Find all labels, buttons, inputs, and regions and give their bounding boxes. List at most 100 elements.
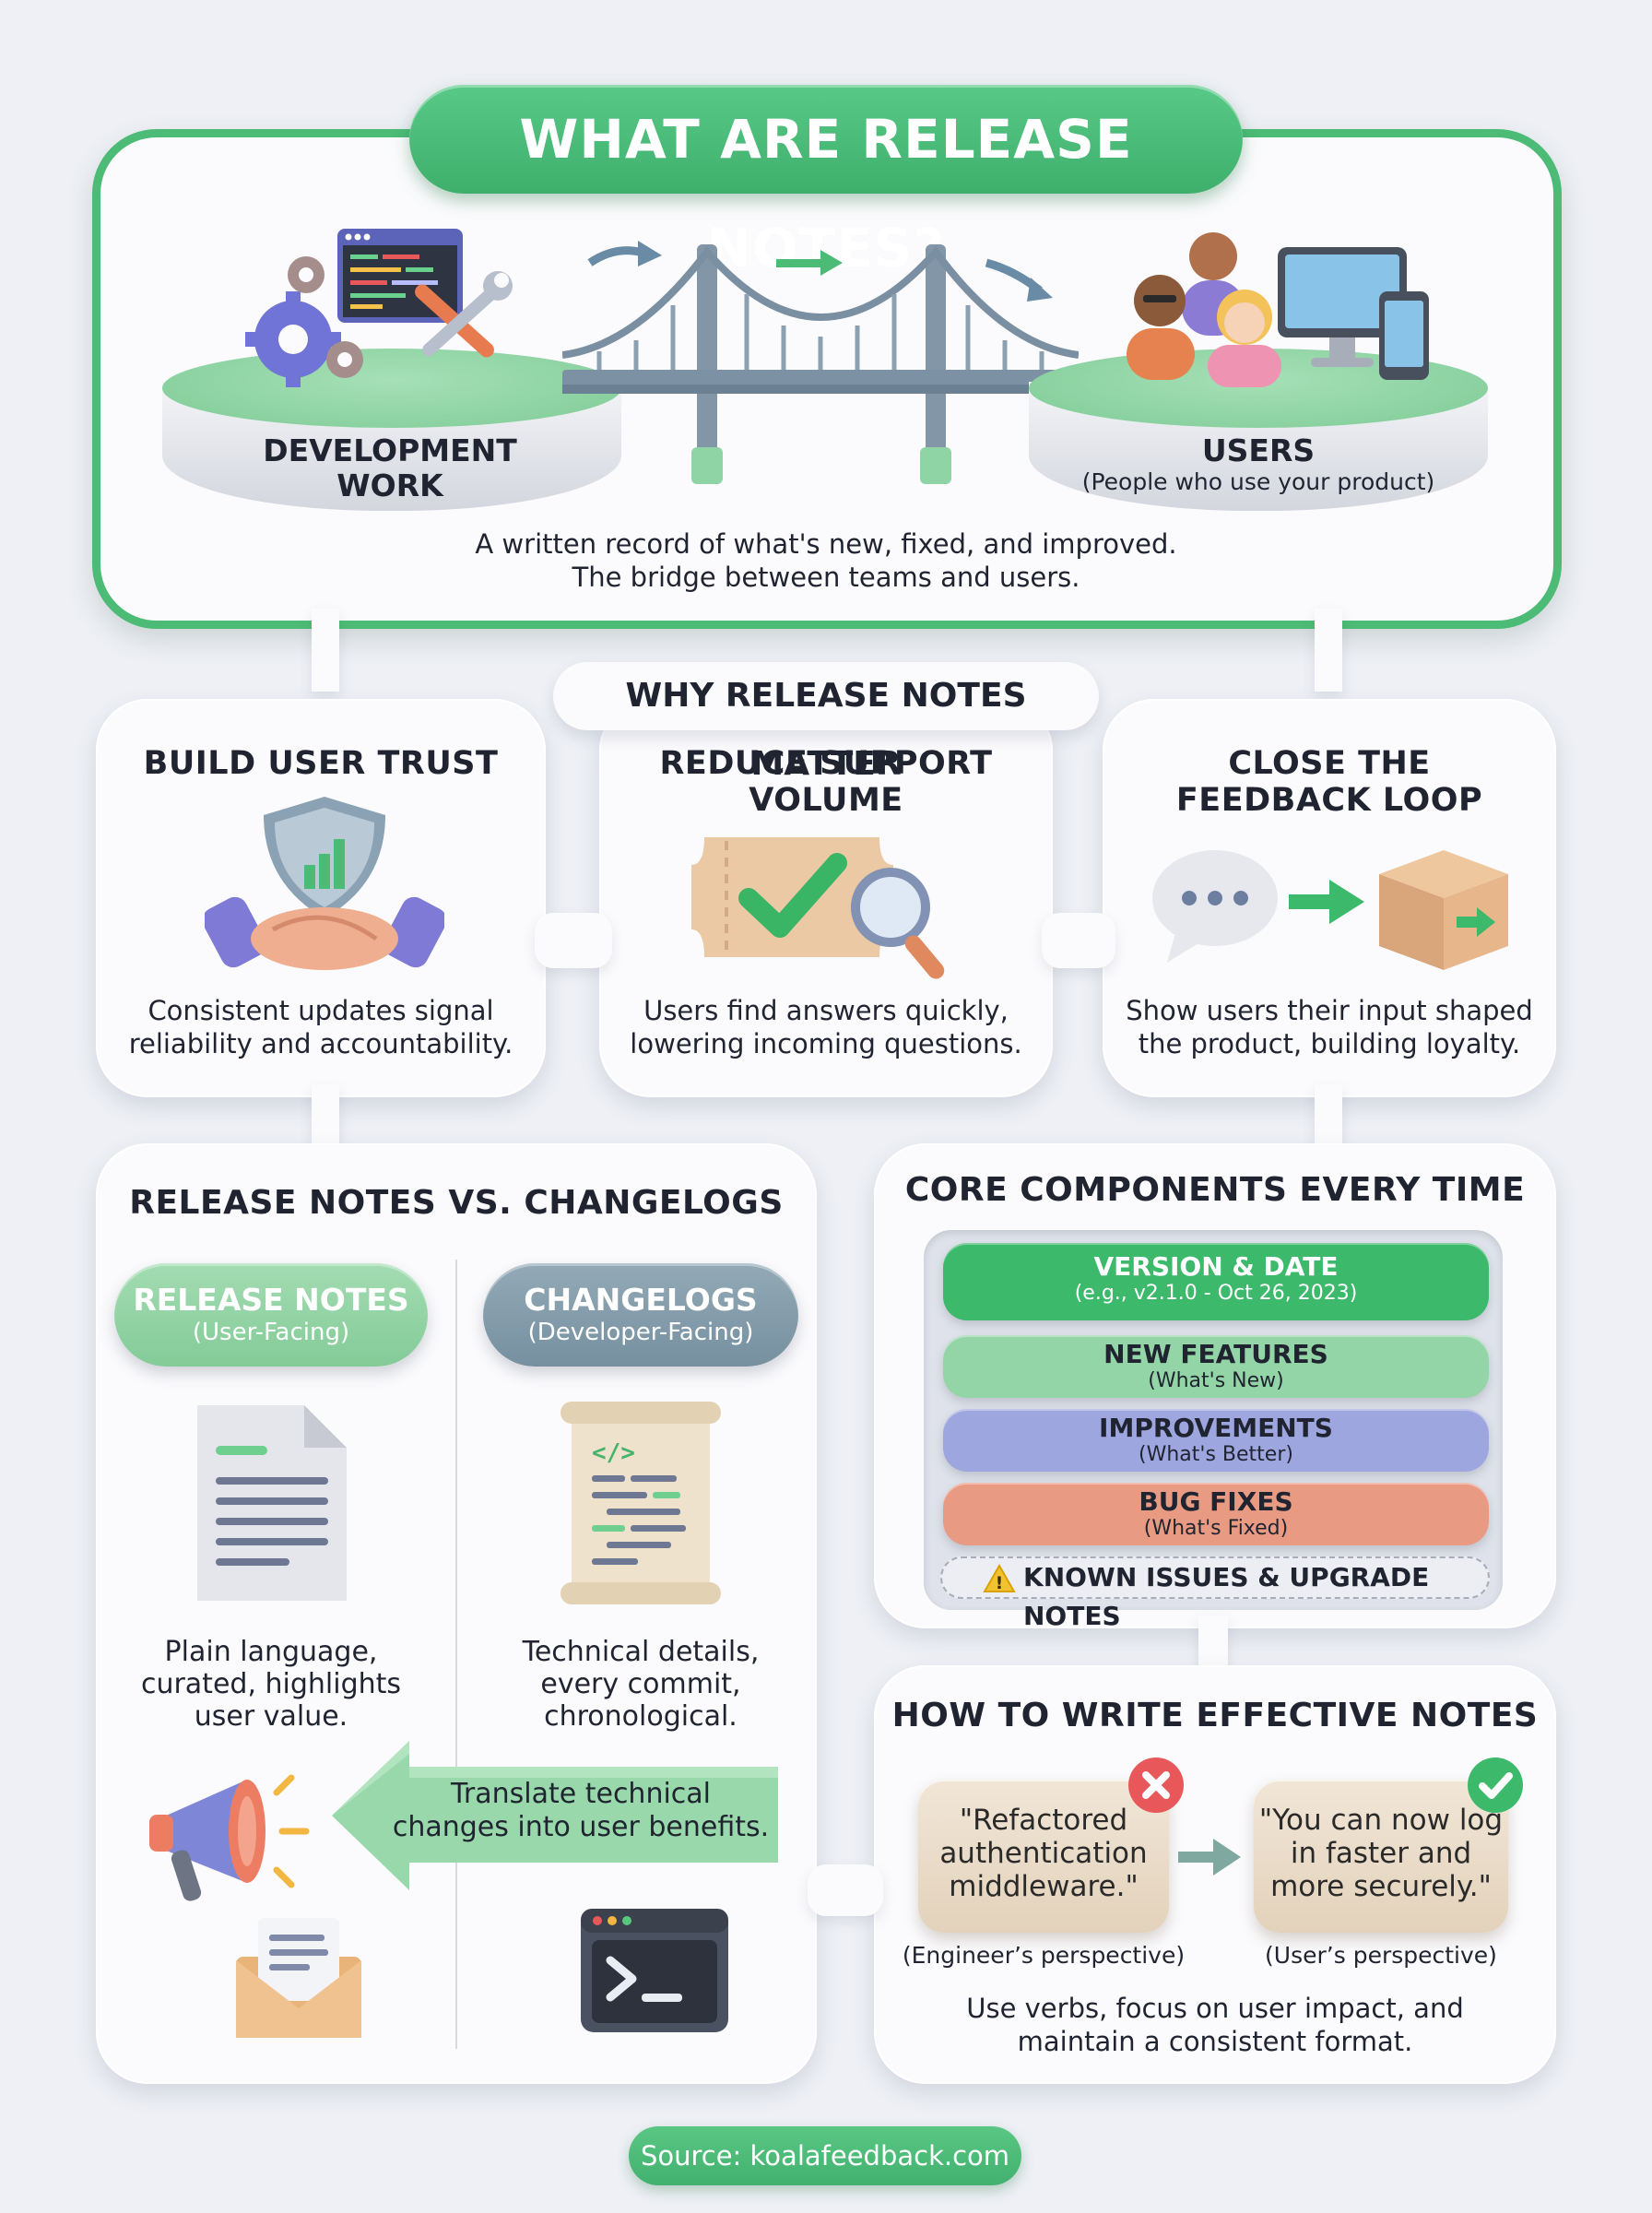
bar-label: IMPROVEMENTS (1099, 1413, 1333, 1443)
person-icon (1127, 275, 1195, 380)
why-card-body-line: Users find answers quickly, (643, 995, 1009, 1026)
envelope-icon (236, 1918, 361, 2038)
connector (1315, 1084, 1342, 1149)
quote-line: "You can now log (1258, 1804, 1504, 1837)
bad-example-card: "Refactored authentication middleware." (918, 1780, 1169, 1933)
hero-desc-line: The bridge between teams and users. (572, 562, 1080, 593)
why-card-body: Users find answers quickly, lowering inc… (599, 994, 1053, 1060)
why-card-title: CLOSE THE FEEDBACK LOOP (1103, 745, 1556, 819)
warning-glyph: ! (996, 1573, 1004, 1593)
howto-heading: HOW TO WRITE EFFECTIVE NOTES (891, 1697, 1539, 1734)
gear-icon (288, 256, 324, 293)
arrow-right-icon (1289, 880, 1364, 924)
person-icon (1208, 290, 1281, 387)
document-icon (197, 1405, 347, 1601)
page-title: WHAT ARE RELEASE NOTES? (409, 85, 1243, 279)
why-card-body-line: the product, building loyalty. (1138, 1028, 1521, 1059)
why-card-title: REDUCE SUPPORT VOLUME (599, 745, 1053, 819)
why-card-title: BUILD USER TRUST (96, 745, 546, 782)
release-notes-pill-sub: (User-Facing) (192, 1319, 350, 1346)
arrow-right-icon (1178, 1839, 1241, 1876)
translate-text-line: Translate technical (450, 1778, 712, 1810)
arrow-icon (1027, 278, 1053, 302)
wrench-screwdriver-icon (415, 271, 513, 358)
good-example-card: "You can now log in faster and more secu… (1254, 1780, 1508, 1933)
translate-text: Translate technical changes into user be… (387, 1778, 774, 1844)
bar-sub: (What's New) (1148, 1369, 1284, 1392)
users-label: USERS (People who use your product) (1060, 433, 1457, 496)
why-card-body-line: reliability and accountability. (128, 1028, 513, 1059)
dev-platform (162, 349, 621, 515)
phone-icon (1379, 291, 1429, 380)
improvements-bar: IMPROVEMENTS (What's Better) (943, 1409, 1489, 1472)
why-card-title-line: CLOSE THE (1228, 745, 1431, 782)
monitor-icon (1278, 247, 1407, 367)
tip-line: maintain a consistent format. (1017, 2026, 1413, 2057)
desc-line: Plain language, (164, 1636, 378, 1668)
desc-line: curated, highlights (140, 1668, 402, 1700)
why-card-body: Consistent updates signal reliability an… (96, 994, 546, 1060)
bar-label: VERSION & DATE (1093, 1251, 1339, 1282)
vs-divider (455, 1260, 457, 2049)
version-date-bar: VERSION & DATE (e.g., v2.1.0 - Oct 26, 2… (943, 1243, 1489, 1320)
dev-label-line: DEVELOPMENT (263, 432, 517, 468)
why-heading: WHY RELEASE NOTES MATTER (553, 662, 1099, 783)
translate-text-line: changes into user benefits. (392, 1811, 770, 1843)
changelogs-pill-sub: (Developer-Facing) (527, 1319, 754, 1346)
dev-label-line: WORK (336, 467, 443, 503)
megaphone-icon (149, 1774, 310, 1901)
arrow-icon (776, 259, 822, 267)
desc-line: user value. (194, 1700, 348, 1733)
hero-description: A written record of what's new, fixed, a… (277, 527, 1375, 594)
gear-icon (326, 341, 363, 378)
users-label-title: USERS (1201, 432, 1316, 468)
why-card-body-line: Consistent updates signal (148, 995, 494, 1026)
desc-line: chronological. (544, 1700, 738, 1733)
check-icon (1468, 1757, 1523, 1813)
ticket-check-icon (691, 837, 945, 979)
package-box-icon (1379, 850, 1508, 970)
why-card-title-line: FEEDBACK LOOP (1175, 782, 1483, 819)
connector (1315, 609, 1342, 692)
changelogs-pill-label: CHANGELOGS (524, 1282, 758, 1318)
handshake-shield-icon (205, 797, 444, 970)
bar-label: NEW FEATURES (1103, 1339, 1328, 1369)
connector (1198, 1615, 1228, 1671)
source-badge[interactable]: Source: koalafeedback.com (629, 2126, 1021, 2185)
howto-tip: Use verbs, focus on user impact, and mai… (885, 1992, 1545, 2058)
why-card-body-line: lowering incoming questions. (630, 1028, 1022, 1059)
hero-desc-line: A written record of what's new, fixed, a… (475, 528, 1177, 560)
connector (312, 1084, 339, 1149)
why-card-title-line: VOLUME (749, 782, 903, 819)
connector (808, 1864, 883, 1916)
users-label-sub: (People who use your product) (1081, 468, 1435, 495)
bar-label: BUG FIXES (1139, 1486, 1293, 1517)
changelogs-desc: Technical details, every commit, chronol… (483, 1636, 798, 1733)
dev-label: DEVELOPMENT WORK (219, 433, 560, 503)
bar-sub: (e.g., v2.1.0 - Oct 26, 2023) (1074, 1282, 1358, 1305)
svg-text:</>: </> (592, 1439, 635, 1467)
quote-line: middleware." (949, 1870, 1139, 1903)
connector (1042, 913, 1115, 968)
feedback-loop-icon (1152, 850, 1508, 970)
vs-heading: RELEASE NOTES VS. CHANGELOGS (129, 1184, 784, 1222)
bar-sub: (What's Better) (1139, 1443, 1293, 1466)
changelogs-pill: CHANGELOGS (Developer-Facing) (483, 1263, 798, 1367)
arrow-icon (820, 250, 843, 276)
bad-caption: (Engineer’s perspective) (902, 1942, 1186, 1969)
desc-line: Technical details, (522, 1636, 760, 1668)
good-caption: (User’s perspective) (1265, 1942, 1497, 1969)
connector (535, 913, 612, 968)
error-x-icon (1128, 1757, 1184, 1813)
core-heading: CORE COMPONENTS EVERY TIME (904, 1171, 1526, 1209)
connector (312, 609, 339, 692)
arrow-icon (638, 241, 662, 266)
known-issues-bar: ! KNOWN ISSUES & UPGRADE NOTES (940, 1556, 1490, 1631)
tip-line: Use verbs, focus on user impact, and (966, 1993, 1464, 2024)
arrow-icon (587, 246, 647, 266)
quote-line: "Refactored (959, 1804, 1128, 1837)
users-icons (1127, 232, 1429, 387)
release-notes-pill-label: RELEASE NOTES (133, 1282, 409, 1318)
quote-line: authentication (939, 1837, 1148, 1870)
why-card-title-line: REDUCE SUPPORT (659, 745, 993, 782)
